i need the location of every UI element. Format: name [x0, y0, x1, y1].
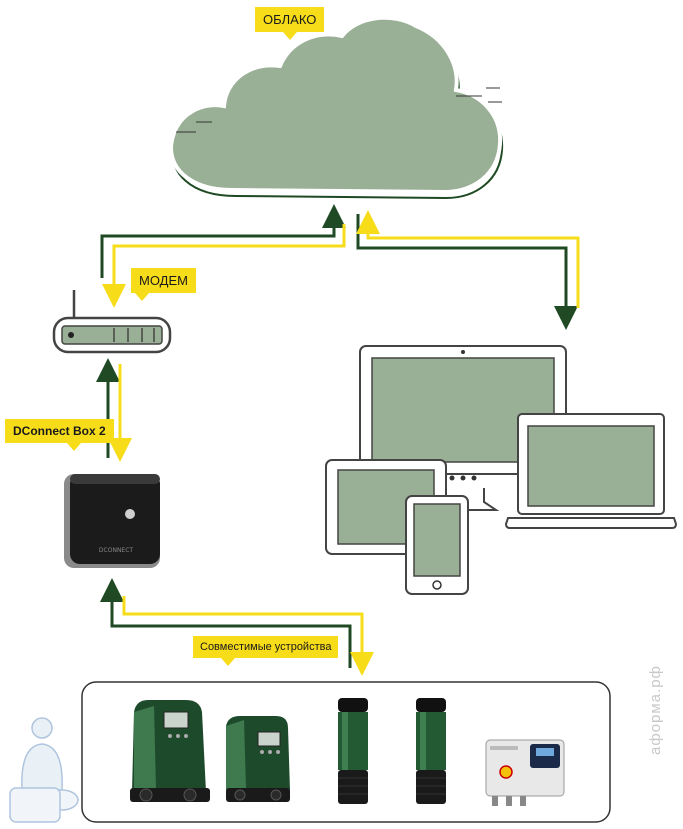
devices-label: Совместимые устройства [193, 636, 339, 666]
watermark-text: аформа.рф [647, 665, 664, 755]
box-brand-text: DCONNECT [99, 547, 133, 554]
dconnect-label-text: DConnect Box 2 [13, 424, 106, 438]
pump-esybox-mini-image [226, 716, 290, 802]
dconnect-label: DConnect Box 2 [5, 419, 114, 451]
monitor-icon [359, 345, 567, 511]
phone-icon [405, 495, 469, 595]
cloud-icon [169, 15, 504, 200]
arrow-cloud-to-modem [102, 224, 346, 308]
arrow-modem-to-cloud [100, 204, 346, 278]
pump-submersible-2-image [416, 698, 446, 804]
cloud-label-text: ОБЛАКО [263, 12, 317, 27]
devices-label-text: Совместимые устройства [200, 641, 332, 653]
arrow-cloud-to-devices [356, 214, 578, 330]
modem-icon [52, 290, 172, 354]
laptop-icon [504, 413, 678, 529]
arrow-devices-to-cloud [356, 210, 580, 308]
modem-label: МОДЕМ [131, 268, 196, 301]
arrow-pumps-to-box [100, 578, 352, 668]
dconnect-box-image: DCONNECT [64, 474, 160, 568]
pump-submersible-1-image [338, 698, 368, 804]
pump-esybox-large-image [130, 700, 210, 802]
arrow-box-to-pumps [122, 596, 374, 676]
cloud-label: ОБЛАКО [255, 7, 325, 40]
control-panel-image [485, 739, 565, 806]
plumber-mascot-icon [9, 717, 79, 823]
modem-label-text: МОДЕМ [139, 273, 188, 288]
